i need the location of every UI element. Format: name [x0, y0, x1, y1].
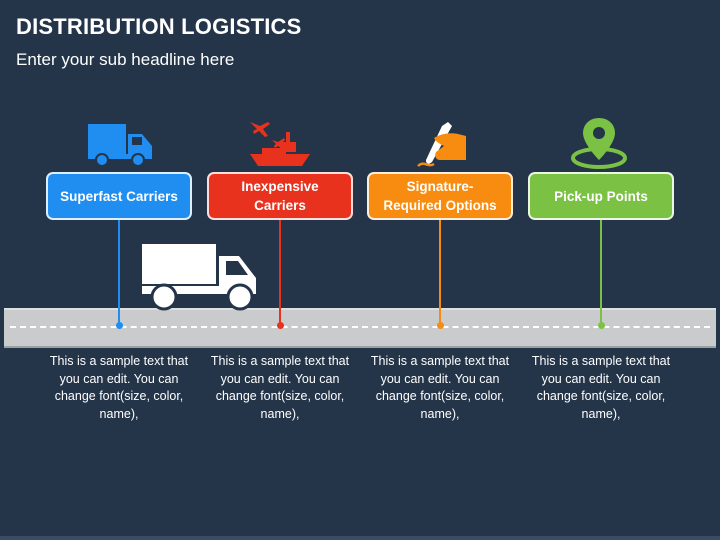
label-inexpensive-carriers: Inexpensive Carriers [207, 172, 353, 220]
page-title: DISTRIBUTION LOGISTICS [16, 14, 302, 39]
bottom-accent-bar [0, 536, 720, 540]
connector-dot-4 [598, 322, 605, 329]
connector-dot-1 [116, 322, 123, 329]
connector-dot-2 [277, 322, 284, 329]
label-pick-up-points: Pick-up Points [528, 172, 674, 220]
label-superfast-carriers: Superfast Carriers [46, 172, 192, 220]
connector-line-4 [600, 220, 602, 326]
connector-line-3 [439, 220, 441, 326]
page-subtitle: Enter your sub headline here [16, 50, 235, 69]
road [4, 308, 716, 348]
delivery-truck-icon [142, 244, 256, 311]
description-4: This is a sample text that you can edit.… [531, 354, 671, 421]
description-2: This is a sample text that you can edit.… [210, 354, 350, 421]
truck-icon [88, 124, 152, 167]
description-3: This is a sample text that you can edit.… [370, 354, 510, 421]
road-center-line [10, 326, 710, 328]
description-1: This is a sample text that you can edit.… [49, 354, 189, 421]
connector-line-2 [279, 220, 281, 326]
connector-dot-3 [437, 322, 444, 329]
ship-and-planes-icon [250, 122, 310, 166]
hand-signing-pen-icon [417, 122, 466, 167]
label-signature-required-options: Signature- Required Options [367, 172, 513, 220]
connector-line-1 [118, 220, 120, 326]
location-pin-icon [571, 118, 627, 169]
